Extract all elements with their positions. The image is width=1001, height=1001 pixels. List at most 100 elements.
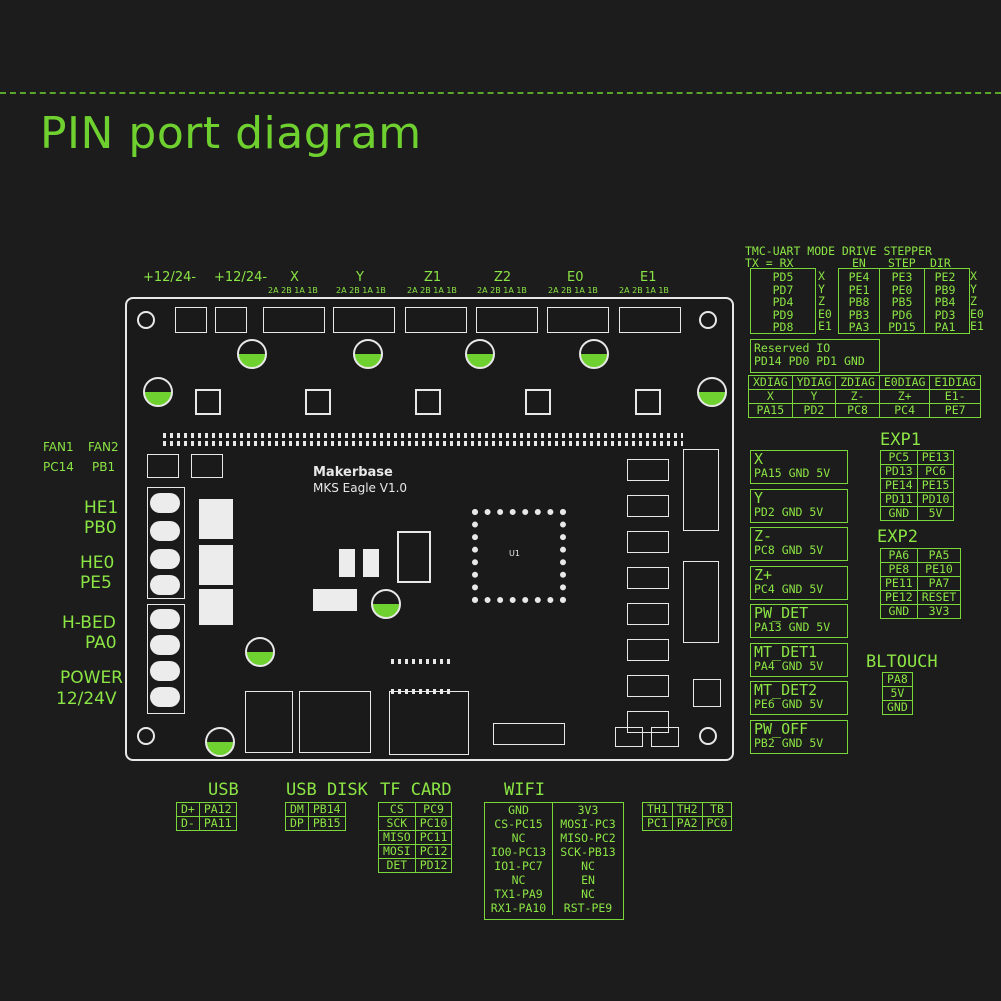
mosfet	[199, 589, 233, 625]
tmc-step-pin: PE3	[891, 270, 913, 284]
endstop-connector	[627, 711, 669, 733]
motor-connector-x	[263, 307, 325, 333]
endstop-pins: PC4 GND 5V	[754, 581, 824, 596]
endstop-connector	[627, 675, 669, 697]
wifi-pin: NC	[581, 859, 595, 873]
diag-pin: PA15	[748, 403, 793, 418]
wifi-pin: MISO-PC2	[560, 831, 616, 845]
exp1-connector	[683, 449, 719, 531]
endstop-connector	[627, 603, 669, 625]
tmc-step-pin: PB5	[891, 295, 913, 309]
th1-connector	[615, 727, 643, 747]
tmc-dir-pin: PB9	[934, 282, 956, 297]
motor-pins-x: 2A 2B 1A 1B	[268, 286, 318, 295]
hbed-label: H-BED	[62, 613, 116, 633]
terminal-screw	[150, 635, 180, 655]
tf-card-label: TF CARD	[380, 780, 452, 800]
diag-pin: PD2	[791, 403, 837, 418]
motor-pins-e1: 2A 2B 1A 1B	[619, 286, 669, 295]
endstop-box: Z+PC4 GND 5V	[750, 565, 848, 600]
diag-pin: PC4	[878, 403, 931, 418]
mcu-chip	[472, 509, 566, 603]
diag-pin-row	[163, 433, 683, 438]
tmc-axis: Z	[970, 294, 977, 308]
usb-disk-cell: DM	[285, 802, 309, 817]
tmc-axis: E0	[970, 306, 984, 321]
mount-hole	[137, 311, 155, 329]
exp2-cell: PE10	[916, 562, 962, 577]
component	[397, 531, 431, 583]
endstop-pins: PB2 GND 5V	[754, 735, 824, 750]
power-connector	[175, 307, 207, 333]
tf-card-cell: MOSI	[378, 844, 416, 859]
terminal-screw	[150, 575, 180, 595]
reserved-io-label: Reserved IO	[754, 341, 831, 355]
exp2-cell: PE8	[880, 562, 918, 577]
mcu-label: U1	[509, 549, 520, 558]
thermistor-pin: PC1	[642, 816, 673, 831]
tf-card-cell: SCK	[378, 816, 416, 831]
capacitor	[353, 339, 383, 369]
tmc-col-en: EN	[852, 256, 866, 270]
wifi-pin: NC	[581, 887, 595, 901]
usb-row: D+PA12	[176, 802, 237, 817]
top-label-z2: Z2	[494, 270, 512, 285]
board-model: MKS Eagle V1.0	[313, 481, 408, 495]
mount-hole	[699, 311, 717, 329]
driver-chip	[415, 389, 441, 415]
usb-label: USB	[208, 780, 239, 800]
diag-axis: E1-	[929, 389, 981, 404]
endstop-connector	[627, 531, 669, 553]
tmc-uart-pin: PD5	[772, 270, 794, 284]
bltouch-row: PA8	[882, 672, 913, 687]
usb-cell: PA12	[198, 802, 237, 817]
tmc-header: TMC-UART MODE DRIVE STEPPER	[745, 244, 932, 258]
capacitor	[245, 637, 275, 667]
diag-name: XDIAG	[748, 375, 793, 390]
usb-cell: PA11	[198, 816, 237, 831]
tmc-axis: E1	[818, 319, 832, 333]
motor-connector-z2	[476, 307, 538, 333]
endstop-name: Z-	[754, 527, 773, 545]
exp2-cell: PA6	[880, 548, 918, 563]
bltouch-row: GND	[882, 700, 913, 715]
tmc-dir-pin: PD3	[934, 307, 956, 322]
tmc-step-pin: PE0	[891, 282, 913, 297]
tb-connector	[693, 679, 721, 707]
usb-row: D-PA11	[176, 816, 237, 831]
tmc-header-txrx: TX = RX	[745, 256, 794, 270]
top-label-power2: +12/24-	[214, 270, 268, 285]
component	[313, 589, 357, 611]
driver-chip	[635, 389, 661, 415]
motor-pins-z2: 2A 2B 1A 1B	[477, 286, 527, 295]
tmc-uart-pin: PD7	[772, 282, 794, 297]
motor-connector-e0	[547, 307, 609, 333]
tf-card-cell: MISO	[378, 830, 416, 845]
wifi-pin: RST-PE9	[563, 901, 613, 915]
he1-pin: PB0	[84, 518, 117, 538]
endstop-connector	[627, 567, 669, 589]
endstop-pins: PA4 GND 5V	[754, 658, 824, 673]
capacitor	[237, 339, 267, 369]
th2-connector	[651, 727, 679, 747]
motor-connector-e1	[619, 307, 681, 333]
dashed-divider	[0, 92, 1001, 94]
tmc-uart-pin: PD4	[772, 295, 794, 309]
capacitor	[205, 727, 235, 757]
exp1-cell: PC5	[880, 450, 918, 465]
usb-disk-label: USB DISK	[286, 780, 368, 800]
motor-pins-e0: 2A 2B 1A 1B	[548, 286, 598, 295]
fan2-label: FAN2	[88, 440, 119, 454]
tmc-uart-pin: PD9	[772, 307, 794, 322]
tmc-axis: Y	[970, 281, 977, 296]
